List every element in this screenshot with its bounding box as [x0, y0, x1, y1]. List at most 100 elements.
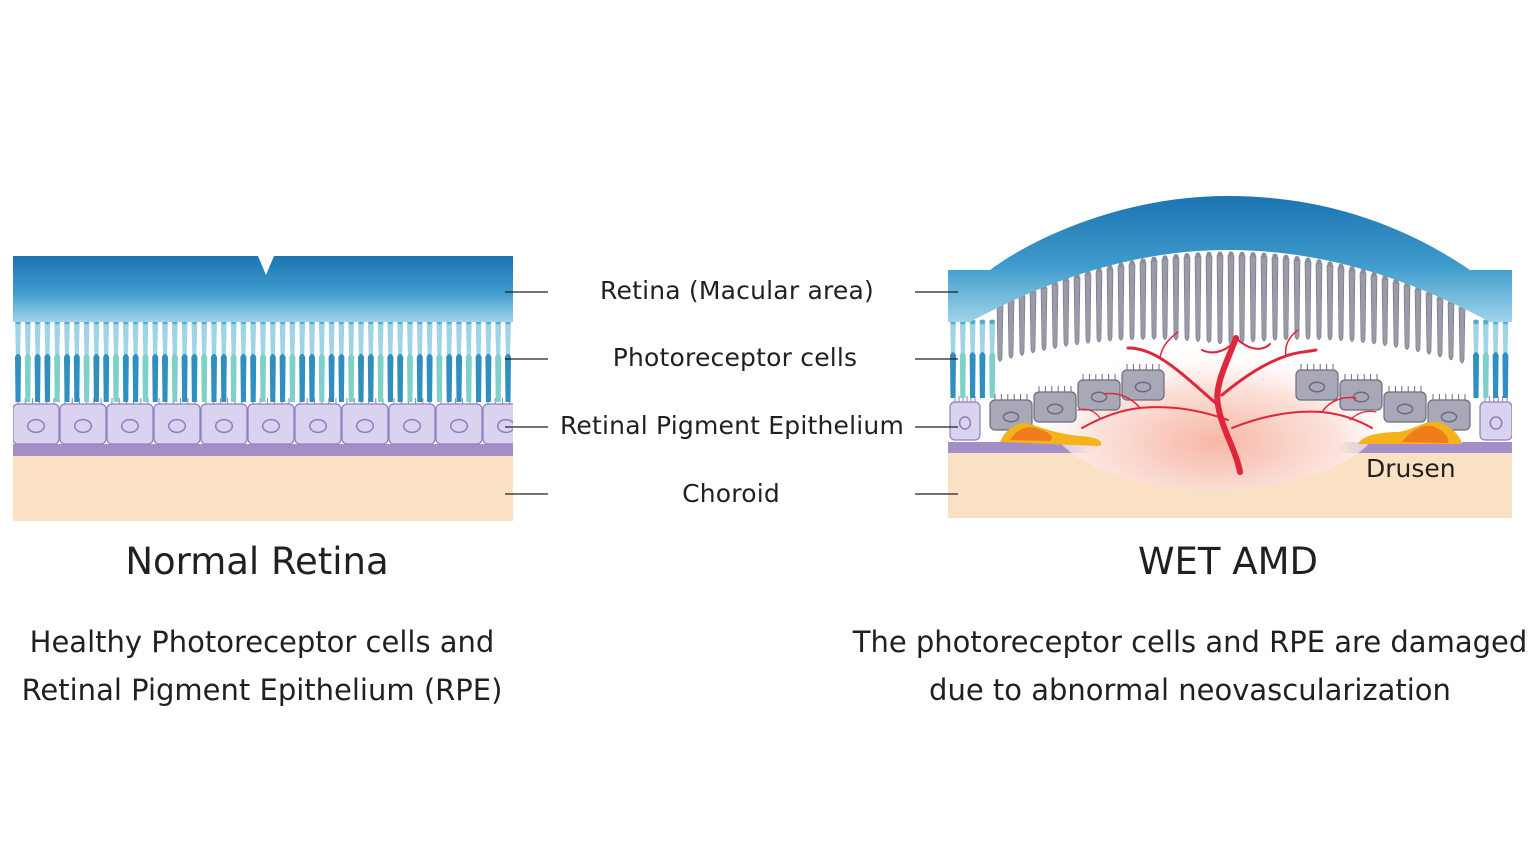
rod-cell [979, 319, 986, 398]
damaged-photoreceptor [1051, 279, 1059, 349]
drusen-core-right [1402, 425, 1449, 443]
damaged-photoreceptor [1128, 260, 1136, 341]
damaged-photoreceptor [1205, 251, 1213, 343]
rod-cell [152, 319, 159, 402]
rod-cell [44, 319, 51, 402]
rpe-cell [1479, 396, 1512, 441]
damaged-photoreceptor [1260, 252, 1268, 342]
damaged-photoreceptor [1425, 289, 1433, 355]
rpe-cell [1033, 386, 1077, 423]
normal-choroid-layer [13, 455, 513, 521]
damaged-photoreceptor [1271, 253, 1279, 341]
damaged-photoreceptor [1392, 278, 1400, 348]
damaged-photoreceptor [1161, 255, 1169, 340]
cone-cell [24, 319, 31, 402]
rod-cell [103, 319, 110, 402]
cone-cell [465, 319, 472, 402]
rod-cell [1492, 319, 1499, 398]
cone-cell [201, 319, 208, 402]
normal-retina-caption: Healthy Photoreceptor cells and Retinal … [22, 618, 503, 714]
damaged-photoreceptor [1381, 274, 1389, 346]
rod-cell [279, 319, 286, 402]
rpe-cell [1339, 374, 1383, 411]
label-photoreceptor-cells: Photoreceptor cells [612, 343, 858, 372]
neovascular-vessels [1077, 329, 1377, 475]
damaged-photoreceptor [1238, 251, 1246, 344]
normal-rpe-cells [13, 398, 513, 445]
normal-caption-line-2: Retinal Pigment Epithelium (RPE) [21, 673, 503, 707]
rpe-cell [1383, 386, 1427, 423]
label-retina: Retina (Macular area) [600, 276, 874, 305]
cone-cell [959, 319, 966, 398]
cone-cell [171, 319, 178, 402]
label-drusen: Drusen [1366, 454, 1456, 483]
rod-cell [426, 319, 433, 402]
normal-retina-title: Normal Retina [125, 540, 389, 583]
damaged-photoreceptor [1117, 262, 1125, 341]
cone-cell [260, 319, 266, 402]
drusen-core-left [1010, 427, 1053, 441]
damaged-photoreceptor [1359, 268, 1367, 344]
cone-cell [113, 319, 119, 402]
rod-cell [269, 319, 276, 402]
damaged-photoreceptor [1348, 266, 1356, 342]
wet-amd-title: WET AMD [1137, 540, 1319, 583]
rpe-cell [949, 396, 981, 441]
damaged-photoreceptor [1095, 267, 1103, 343]
leader-lines [505, 291, 958, 495]
cone-cell [407, 319, 413, 402]
damaged-photoreceptor [1040, 283, 1048, 351]
rod-cell [34, 319, 41, 402]
rod-cell [250, 319, 257, 402]
rod-cell [416, 319, 423, 402]
damaged-photoreceptor [1084, 270, 1092, 344]
damaged-photoreceptor [1073, 273, 1081, 346]
rod-cell [358, 319, 364, 402]
rpe-cell [435, 398, 483, 445]
damaged-photoreceptor [1326, 261, 1334, 341]
rod-cell [132, 319, 139, 402]
damaged-photoreceptor [1315, 259, 1323, 340]
rod-cell [240, 319, 247, 402]
rod-cell [181, 319, 188, 402]
rpe-cell [200, 398, 248, 445]
cone-cell [83, 319, 90, 402]
rod-cell [1502, 319, 1509, 398]
damaged-photoreceptor [1194, 252, 1202, 342]
rod-cell [328, 319, 335, 402]
cone-cell [318, 319, 325, 402]
rpe-cell [106, 398, 154, 445]
damaged-photoreceptor [1183, 253, 1191, 341]
normal-photoreceptor-cells [15, 319, 511, 402]
rod-cell [309, 319, 315, 402]
rod-cell [73, 319, 80, 402]
wet-rpe-cells [949, 364, 1512, 441]
cone-cell [289, 319, 296, 402]
damaged-photoreceptor [1172, 253, 1180, 341]
wet-amd-caption: The photoreceptor cells and RPE are dama… [853, 618, 1528, 714]
rpe-cell [13, 398, 60, 445]
rod-cell [299, 319, 306, 402]
damaged-photoreceptor [1282, 254, 1290, 341]
rod-cell [122, 319, 129, 402]
wet-retina-layer [948, 196, 1512, 322]
rod-cell [211, 319, 217, 402]
cone-cell [230, 319, 237, 402]
damaged-photoreceptor [1370, 271, 1378, 345]
damaged-photoreceptor [1106, 264, 1114, 342]
damaged-photoreceptor [1458, 303, 1466, 364]
wet-amd-illustration [948, 196, 1512, 518]
rod-cell [191, 319, 198, 402]
rod-cell [338, 319, 345, 402]
rpe-cell [59, 398, 107, 445]
normal-bruch-membrane [13, 444, 513, 456]
rod-cell [162, 319, 168, 402]
damaged-photoreceptor [1007, 296, 1015, 359]
cone-cell [436, 319, 443, 402]
wet-caption-line-1: The photoreceptor cells and RPE are dama… [852, 625, 1528, 659]
cone-cell [54, 319, 61, 402]
damaged-photoreceptor [1062, 276, 1070, 347]
wet-photoreceptor-cells [950, 251, 1509, 398]
damaged-photoreceptor [1216, 251, 1224, 345]
